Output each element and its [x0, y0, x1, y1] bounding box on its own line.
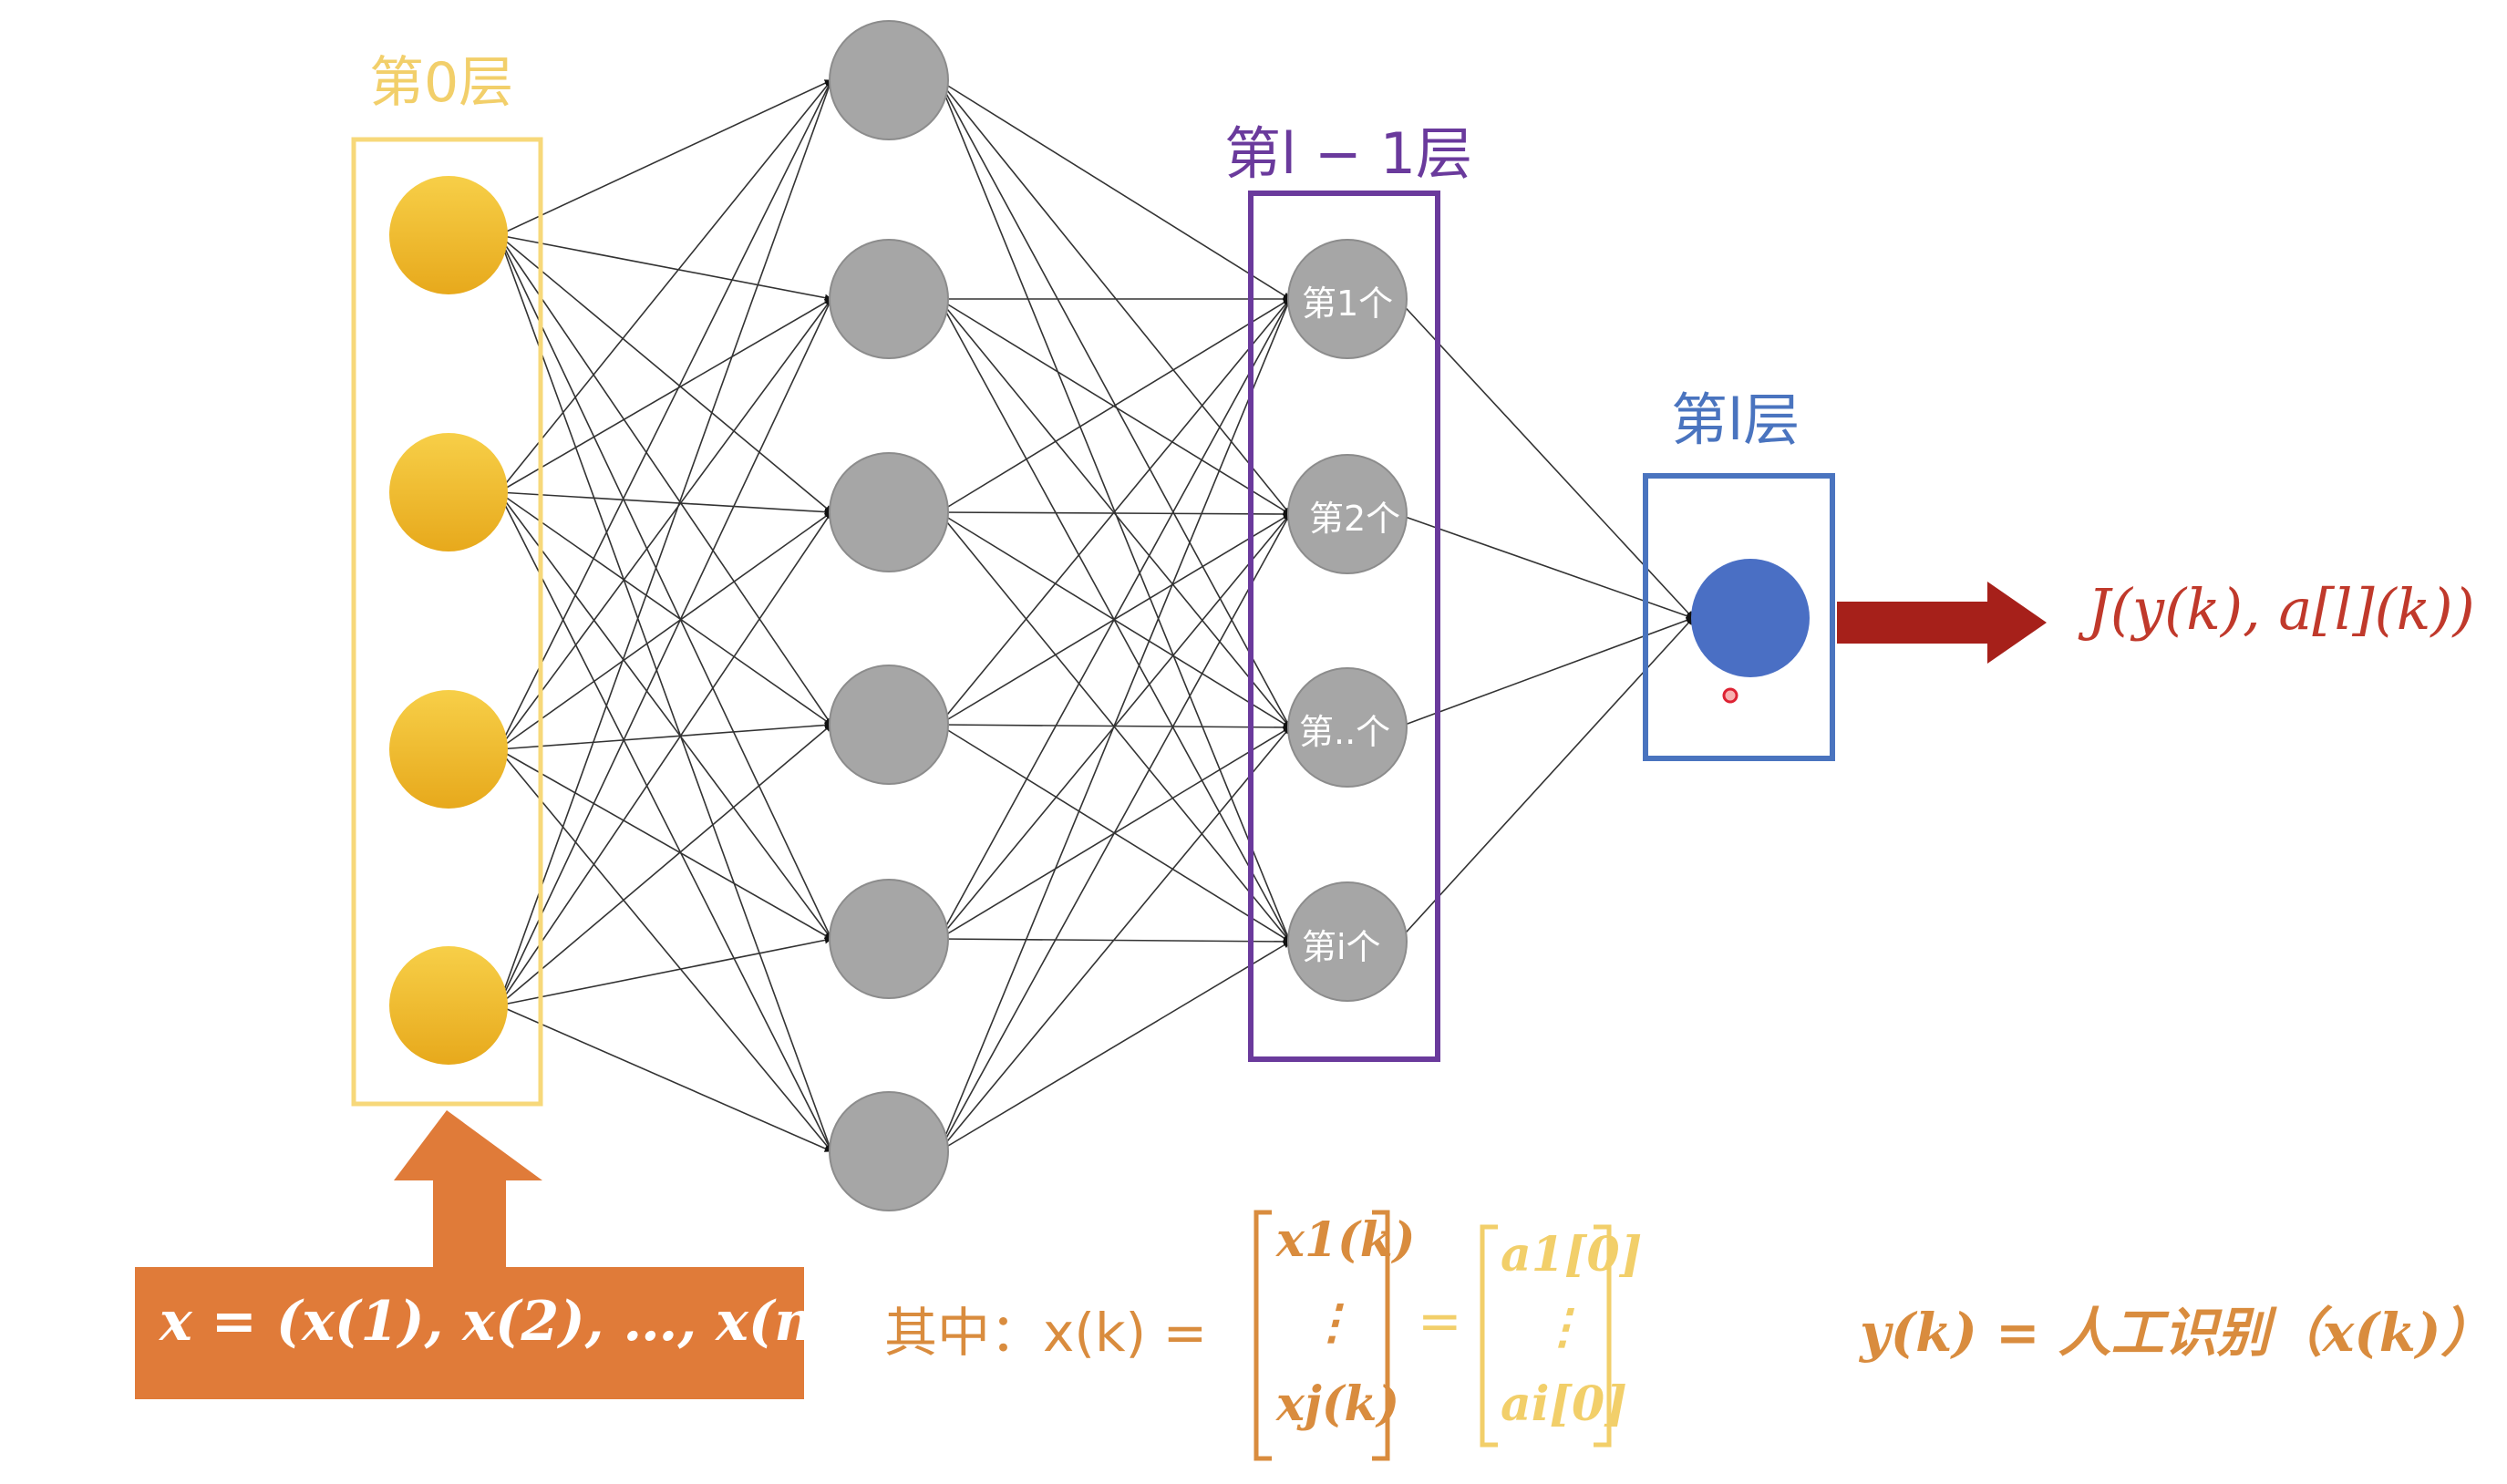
node-label-dots: 第..个 [1299, 712, 1391, 752]
layer-l-minus-1-box [1248, 191, 1440, 1062]
matrix-a-bottom: ai[0] [1501, 1376, 1627, 1432]
edge [498, 491, 832, 940]
layer-l-box [1643, 473, 1835, 761]
layer-l-title: 第l层 [1671, 386, 1800, 453]
input-node-3 [389, 690, 508, 809]
edge [498, 234, 832, 513]
output-arrow [1837, 582, 2047, 664]
node-label-1: 第1个 [1302, 283, 1394, 324]
edge [498, 234, 832, 940]
matrix-x-top: x1(k) [1276, 1212, 1416, 1268]
edge [938, 513, 1291, 1152]
matrix-x-bracket-right [1372, 1210, 1390, 1461]
edge [938, 298, 1291, 515]
edge [498, 298, 832, 493]
edge [938, 298, 1291, 726]
connection-lines [498, 79, 1694, 1152]
edge [1397, 298, 1694, 619]
edge [498, 936, 832, 1006]
edge [498, 79, 833, 1006]
edge [498, 234, 832, 726]
edge [498, 748, 832, 1152]
edge [498, 511, 832, 750]
input-node-4 [389, 946, 508, 1065]
edge [938, 298, 1291, 513]
edge [498, 234, 833, 1152]
where-label: 其中：x(k) = [884, 1302, 1208, 1364]
edge [938, 298, 1291, 1152]
matrix-x-bracket-left [1254, 1210, 1272, 1461]
hidden-node-5 [829, 879, 949, 999]
edge [498, 721, 832, 750]
layer-l-minus-1-node-3 [1287, 667, 1408, 788]
cost-function: J(y(k), a[l](k)) [2088, 576, 2475, 643]
equals-sign: = [1418, 1290, 1462, 1352]
matrix-a-bracket-left [1480, 1224, 1498, 1448]
edge [938, 298, 1291, 940]
layer-l-minus-1-title: 第l − 1层 [1224, 120, 1473, 187]
node-label-i: 第i个 [1302, 927, 1381, 967]
layer0-title: 第0层 [369, 51, 514, 115]
edge [938, 79, 1291, 300]
input-vector-formula: x = (x(1), x(2), …, x(m)) [160, 1290, 884, 1354]
layer-l-minus-1-node-1 [1287, 239, 1408, 359]
input-node-2 [389, 433, 508, 551]
hidden-node-3 [829, 452, 949, 572]
edge [498, 1005, 832, 1152]
matrix-x-bottom: xj(k) [1276, 1376, 1400, 1432]
layer0-box [351, 137, 543, 1107]
matrix-a-top: a1[0] [1501, 1227, 1643, 1283]
nodes [389, 20, 1810, 1211]
y-definition: y(k) = 人工识别（x(k)） [1860, 1302, 2494, 1364]
layer-l-minus-1-node-4 [1287, 881, 1408, 1002]
edge [498, 724, 832, 1006]
edge [498, 79, 832, 236]
matrix-a-bracket-right [1594, 1224, 1612, 1448]
edge [498, 298, 832, 750]
edge [498, 491, 832, 1152]
edge [938, 941, 1291, 1152]
matrix-x-dots: ⋮ [1308, 1294, 1356, 1350]
edge [1397, 513, 1694, 620]
hidden-node-6 [829, 1091, 949, 1211]
edge [1397, 616, 1694, 728]
hidden-node-1 [829, 20, 949, 140]
edge [498, 491, 832, 726]
cursor-dot [1722, 687, 1738, 704]
node-label-2: 第2个 [1309, 499, 1401, 539]
input-node-1 [389, 176, 508, 294]
hidden-node-4 [829, 665, 949, 785]
edge [498, 748, 832, 940]
edge [1397, 617, 1694, 943]
edge [938, 727, 1291, 1152]
edge [498, 234, 832, 302]
input-arrow [135, 1110, 804, 1399]
edge [498, 491, 832, 516]
matrix-a-dots: ⋮ [1539, 1299, 1586, 1355]
edge [938, 510, 1291, 518]
edge [498, 79, 832, 750]
layer-l-minus-1-node-2 [1287, 454, 1408, 574]
edge [498, 511, 832, 1006]
output-node-1 [1691, 559, 1810, 677]
edge [498, 298, 832, 1006]
hidden-node-2 [829, 239, 949, 359]
edge [498, 79, 832, 493]
